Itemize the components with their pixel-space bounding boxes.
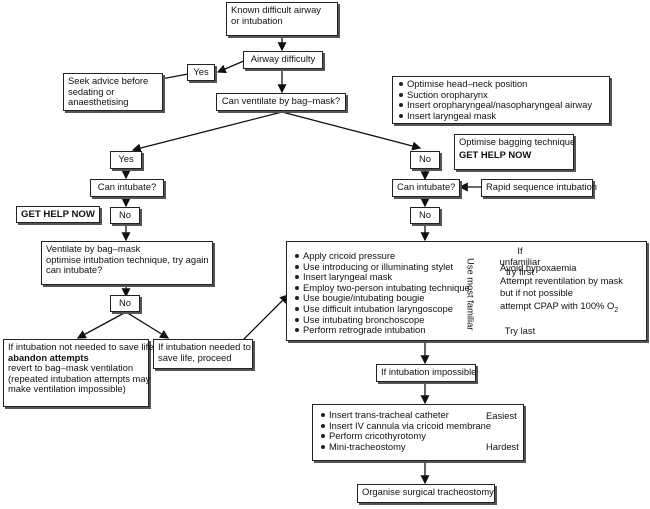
technique-item: Apply cricoid pressure — [295, 250, 470, 262]
tracheostomy-label: Organise surgical tracheostomy — [362, 486, 494, 497]
techniques-box: Apply cricoid pressure Use introducing o… — [286, 241, 647, 341]
seek-advice-box: Seek advice before sedating or anaesthet… — [63, 73, 163, 111]
technique-item: Employ two-person intubating technique — [295, 281, 470, 293]
proceed-box: If intubation needed to save life, proce… — [153, 339, 253, 369]
top-right-item: Suction oropharynx — [399, 89, 605, 101]
avoid-line4-text: attempt CPAP with 100% O — [500, 299, 615, 311]
seek-advice-line2: sedating or — [68, 85, 115, 97]
top-right-item: Insert laryngeal mask — [399, 110, 605, 122]
top-right-list-box: Optimise head–neck position Suction orop… — [392, 76, 610, 124]
tracheostomy-box: Organise surgical tracheostomy — [357, 484, 495, 503]
right-no2-label: No — [419, 209, 431, 220]
left-get-help-label: GET HELP NOW — [16, 206, 100, 223]
optimise-bagging-box: Optimise bagging technique GET HELP NOW — [454, 134, 576, 170]
if-unfamiliar-line2: unfamiliar — [499, 255, 541, 267]
optimise-bagging-label: Optimise bagging technique — [459, 136, 576, 147]
technique-item: Use intubating bronchoscope — [295, 314, 470, 326]
yes-top-label: Yes — [193, 66, 209, 77]
surgical-box: Insert trans-tracheal catheter Insert IV… — [312, 404, 524, 461]
left-no2-box: No — [110, 295, 140, 312]
top-right-item: Insert oropharyngeal/nasopharyngeal airw… — [399, 100, 605, 111]
left-no-label: No — [119, 209, 131, 220]
abandon-line3: revert to bag–mask ventilation — [8, 362, 134, 374]
left-no-box: No — [110, 207, 140, 224]
start-line1: Known difficult airway — [231, 4, 321, 15]
technique-item: Use introducing or illuminating stylet — [295, 261, 470, 273]
ventilate-line2: optimise intubation technique, try again — [46, 253, 209, 265]
right-can-intubate-box: Can intubate? — [392, 179, 460, 197]
start-box: Known difficult airway or intubation — [226, 2, 338, 36]
can-ventilate-box: Can ventilate by bag–mask? — [216, 93, 346, 111]
technique-item: Use bougie/intubating bougie — [295, 293, 470, 304]
impossible-label: If intubation impossible — [381, 366, 477, 377]
right-can-intubate-label: Can intubate? — [397, 181, 456, 192]
seek-advice-line3: anaesthetising — [68, 96, 129, 108]
technique-item: Use difficult intubation laryngoscope — [295, 303, 470, 315]
can-ventilate-label: Can ventilate by bag–mask? — [221, 95, 341, 106]
ventilate-line3: can intubate? — [46, 264, 103, 276]
abandon-line2: abandon attempts — [8, 351, 89, 363]
seek-advice-line1: Seek advice before — [68, 75, 149, 86]
if-unfamiliar-line1: If — [517, 245, 523, 256]
yes-top-box: Yes — [187, 64, 215, 81]
right-no-label: No — [419, 153, 431, 164]
left-can-intubate-label: Can intubate? — [97, 181, 157, 192]
airway-difficulty-label: Airway difficulty — [250, 53, 316, 64]
avoid-panel: Avoid hypoxaemia Attempt reventilation b… — [500, 262, 623, 317]
abandon-line4: (repeated intubation attempts may — [8, 372, 151, 384]
if-unfamiliar-line3: try first — [505, 266, 535, 278]
hardest-label: Hardest — [486, 441, 519, 452]
airway-difficulty-box: Airway difficulty — [243, 51, 323, 69]
abandon-line5: make ventilation impossible) — [8, 383, 126, 395]
easiest-label: Easiest — [486, 410, 517, 421]
avoid-line3: but if not possible — [500, 287, 573, 299]
surgical-item: Perform cricothyrotomy — [320, 431, 491, 442]
avoid-line4-sub: 2 — [614, 306, 619, 314]
ventilate-box: Ventilate by bag–mask optimise intubatio… — [41, 241, 213, 285]
ventilate-line1: Ventilate by bag–mask — [46, 243, 141, 254]
proceed-line1: If intubation needed to — [158, 341, 251, 352]
left-yes-label: Yes — [118, 153, 134, 164]
rsi-box: Rapid sequence intubation — [481, 179, 597, 197]
right-get-help-label: GET HELP NOW — [459, 148, 532, 160]
technique-item: Perform retrograde intubation — [295, 325, 470, 336]
left-can-intubate-box: Can intubate? — [90, 179, 164, 197]
surgical-list: Insert trans-tracheal catheter Insert IV… — [319, 409, 492, 453]
abandon-line1: If intubation not needed to save life — [8, 341, 154, 352]
try-last-label: Try last — [504, 325, 536, 336]
surgical-item: Mini-tracheostomy — [320, 441, 491, 453]
use-most-familiar-label: Use most familiar — [465, 258, 477, 331]
impossible-box: If intubation impossible — [376, 364, 476, 382]
start-line2: or intubation — [231, 14, 283, 26]
if-unfamiliar-label: If unfamiliar try first — [495, 245, 545, 278]
techniques-list: Apply cricoid pressure Use introducing o… — [293, 250, 470, 336]
surgical-item: Insert IV cannula via cricoid membrane — [320, 419, 492, 431]
top-right-item: Optimise head–neck position — [399, 78, 605, 90]
right-no-box: No — [410, 151, 440, 169]
left-yes-box: Yes — [110, 151, 142, 169]
abandon-box: If intubation not needed to save life ab… — [3, 339, 154, 407]
left-no2-label: No — [119, 297, 131, 308]
technique-item: Insert laryngeal mask — [295, 272, 470, 283]
surgical-item: Insert trans-tracheal catheter — [320, 409, 491, 421]
avoid-line2: Attempt reventilation by mask — [500, 274, 623, 286]
proceed-line2: save life, proceed — [158, 351, 232, 363]
avoid-line4: attempt CPAP with 100% O2 — [500, 300, 623, 317]
right-no2-box: No — [410, 207, 440, 224]
avoid-line1: Avoid hypoxaemia — [500, 262, 577, 273]
rsi-label: Rapid sequence intubation — [486, 181, 598, 192]
top-right-list: Optimise head–neck position Suction orop… — [397, 78, 605, 122]
